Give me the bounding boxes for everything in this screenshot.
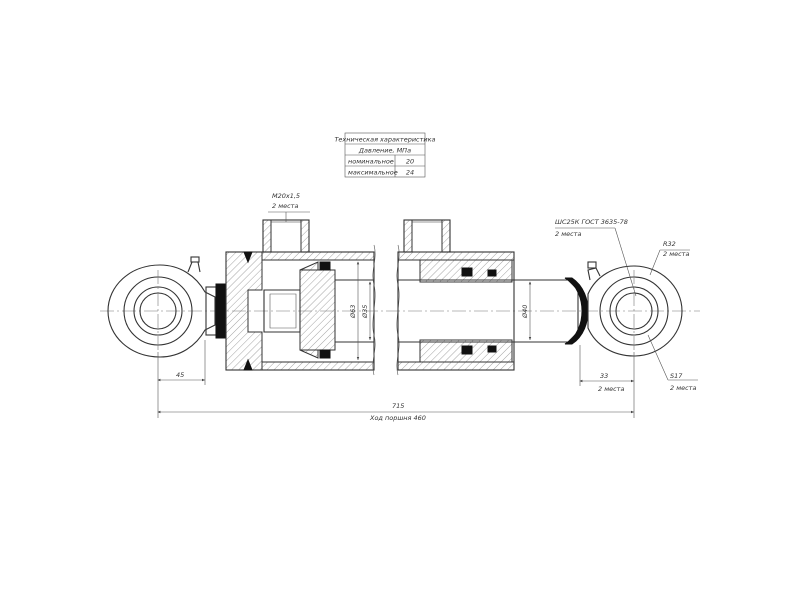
spec-table-row-label: максимальное bbox=[348, 169, 398, 177]
break-lines bbox=[372, 244, 400, 376]
spec-table-pressure-header: Давление, МПа bbox=[358, 147, 411, 155]
spec-table-row-value: 20 bbox=[406, 158, 414, 166]
dim-right-count: 2 места bbox=[598, 385, 624, 393]
dim-total: 715 bbox=[392, 402, 404, 410]
annotations: M20x1,5 2 места ШС25К ГОСТ 3635-78 2 мес… bbox=[268, 192, 698, 392]
dim-rod-inner-diameter: Ø35 bbox=[361, 305, 369, 319]
dim-rod-diameter: Ø40 bbox=[521, 305, 529, 319]
label-port-count: 2 места bbox=[272, 202, 298, 210]
cylinder-tube-right: Ø40 bbox=[397, 219, 570, 371]
label-port-thread: M20x1,5 bbox=[272, 192, 300, 200]
label-width-count: 2 места bbox=[670, 384, 696, 392]
cylinder-tube-left: Ø63 Ø35 bbox=[225, 219, 375, 371]
dim-bore-diameter: Ø63 bbox=[349, 305, 357, 319]
spec-table: Техническая характеристика Давление, МПа… bbox=[334, 132, 436, 178]
right-eye-mount bbox=[552, 261, 683, 357]
stroke-label: Ход поршня 460 bbox=[369, 414, 426, 422]
label-bearing: ШС25К ГОСТ 3635-78 bbox=[555, 218, 628, 226]
spec-table-title: Техническая характеристика bbox=[334, 136, 435, 144]
spec-table-row-label: номинальное bbox=[348, 158, 394, 166]
label-bearing-count: 2 места bbox=[555, 230, 581, 238]
label-width: S17 bbox=[670, 372, 683, 380]
spec-table-row-value: 24 bbox=[406, 169, 414, 177]
label-radius-count: 2 места bbox=[663, 250, 689, 258]
dim-left: 45 bbox=[176, 371, 184, 379]
dimensions: 45 33 2 места 715 Ход поршня 460 bbox=[157, 340, 635, 422]
left-eye-mount bbox=[107, 256, 227, 358]
label-radius: R32 bbox=[663, 240, 676, 248]
dim-right: 33 bbox=[600, 372, 608, 380]
